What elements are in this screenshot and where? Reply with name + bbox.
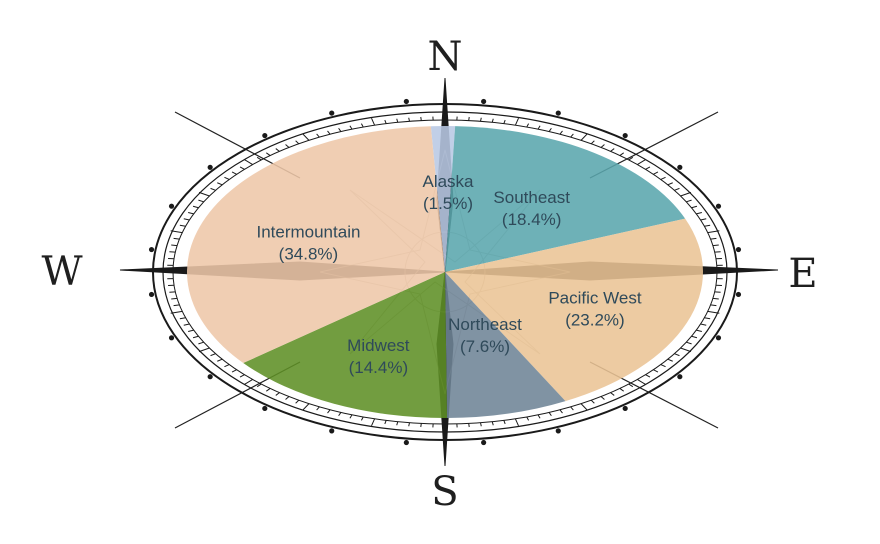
slice-value-northeast: (7.6%)	[460, 337, 510, 356]
slice-value-alaska: (1.5%)	[423, 194, 473, 213]
compass-north: N	[428, 34, 463, 80]
compass-west: W	[41, 249, 82, 295]
pie-slice-pacific-west	[445, 218, 703, 402]
pie-labels: Alaska (1.5%) Southeast (18.4%) Pacific West…	[256, 172, 641, 377]
slice-label-southeast: Southeast	[493, 188, 570, 207]
pie-slice-northeast	[445, 272, 566, 418]
slice-value-midwest: (14.4%)	[349, 358, 409, 377]
pie-slices	[186, 126, 703, 418]
pie-slice-midwest	[243, 272, 448, 418]
slice-label-alaska: Alaska	[422, 172, 474, 191]
slice-value-intermountain: (34.8%)	[279, 244, 339, 263]
compass-south: S	[431, 469, 458, 515]
slice-label-pacific-west: Pacific West	[548, 288, 641, 307]
slice-value-southeast: (18.4%)	[502, 210, 562, 229]
compass-east: E	[788, 251, 817, 297]
slice-label-midwest: Midwest	[347, 336, 410, 355]
slice-label-northeast: Northeast	[448, 315, 522, 334]
pie-slice-alaska	[430, 126, 456, 273]
slice-label-intermountain: Intermountain	[256, 222, 360, 241]
pie-slice-southeast	[445, 126, 686, 272]
pie-slice-intermountain	[186, 126, 445, 364]
slice-value-pacific-west: (23.2%)	[565, 310, 625, 329]
